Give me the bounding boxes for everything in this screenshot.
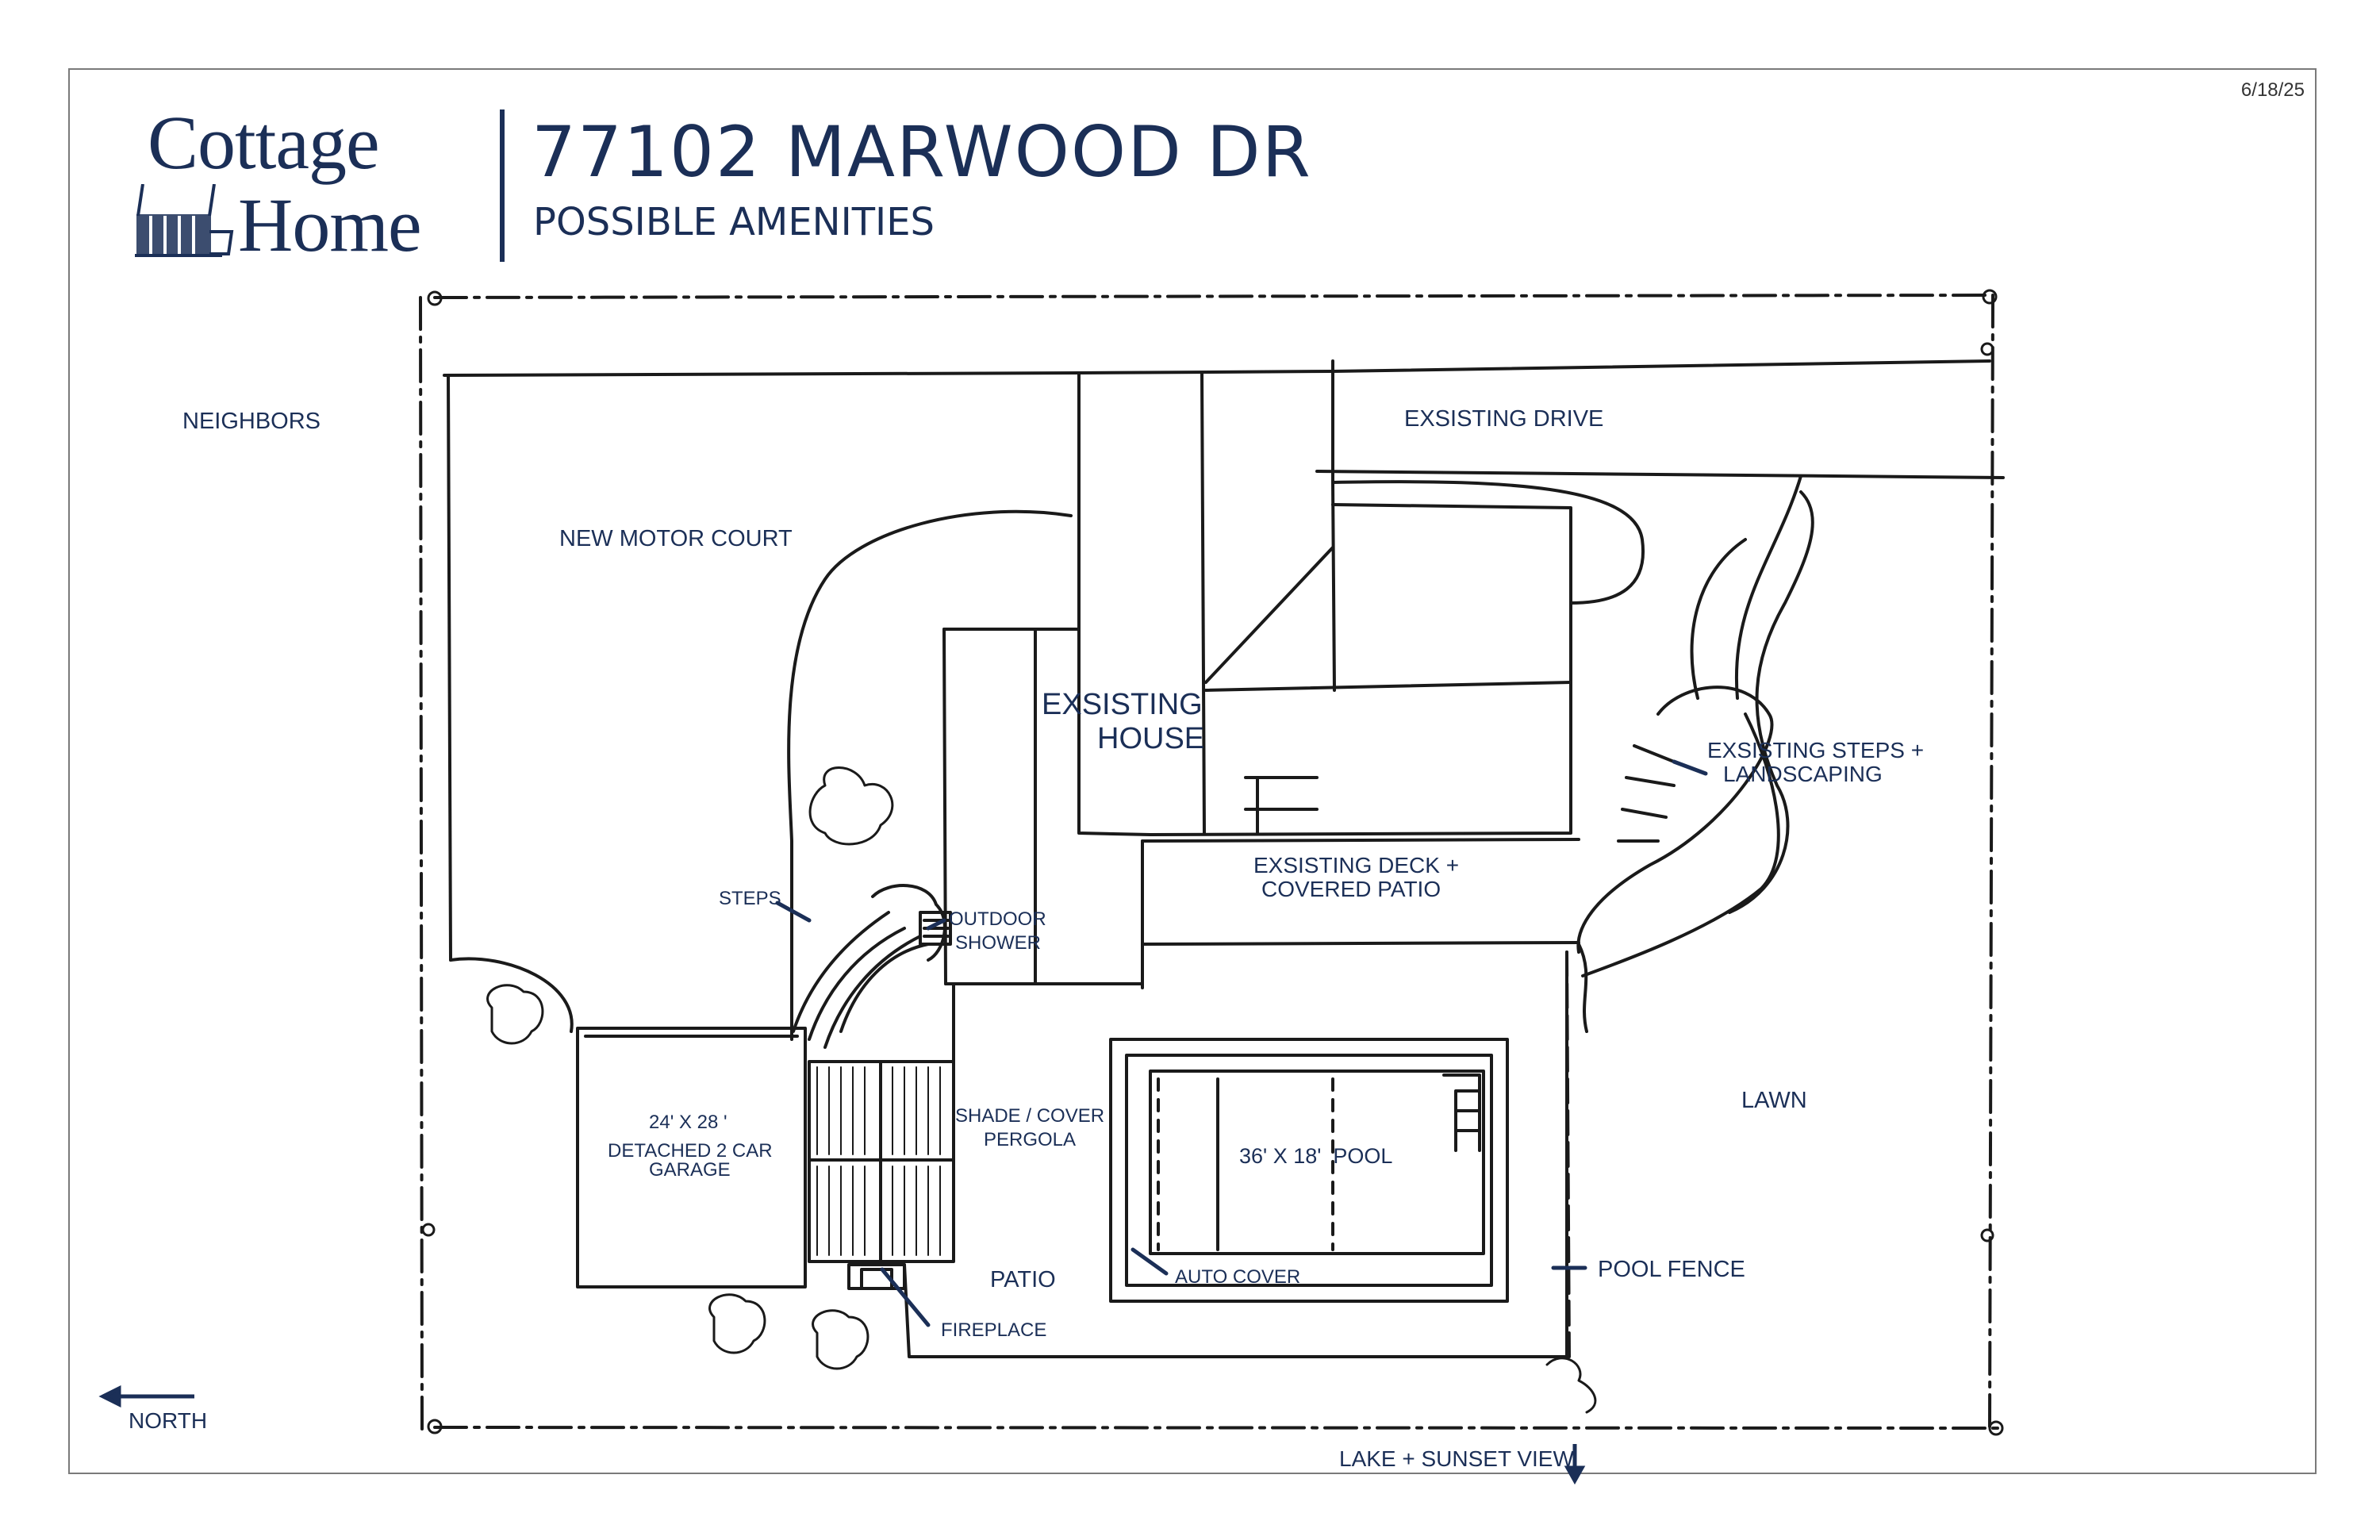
garage (576, 1027, 807, 1288)
steps-cluster (792, 884, 952, 1049)
new-motor-court (447, 374, 1645, 1041)
label-existing-house-2: HOUSE (1097, 722, 1204, 755)
label-existing-steps-1: EXSISTING STEPS + (1707, 738, 1924, 762)
label-existing-deck-2: COVERED PATIO (1261, 877, 1441, 901)
logo-word-cottage: Cottage (148, 100, 380, 185)
label-pool: 36' X 18' POOL (1239, 1144, 1392, 1168)
sheet-border (68, 68, 2317, 1474)
label-pergola-1: SHADE / COVER (955, 1105, 1104, 1127)
pool-fence (1565, 950, 1571, 1358)
label-existing-deck-1: EXSISTING DECK + (1253, 853, 1459, 878)
north-arrow (98, 1384, 194, 1408)
existing-house-outline (942, 371, 1572, 985)
label-auto-cover: AUTO COVER (1175, 1266, 1300, 1288)
label-outdoor-shower-1: OUTDOOR (949, 908, 1046, 930)
label-pergola-2: PERGOLA (984, 1129, 1076, 1150)
label-existing-drive: EXSISTING DRIVE (1404, 406, 1603, 432)
pool (1109, 1038, 1509, 1303)
label-garage-3: GARAGE (649, 1159, 731, 1181)
page-title: 77102 MARWOOD DR (532, 111, 1312, 193)
label-existing-house-1: EXSISTING (1042, 688, 1203, 721)
auto-cover-leader (1130, 1247, 1169, 1276)
porch-swing-icon (135, 184, 234, 257)
label-steps: STEPS (719, 888, 781, 909)
patio-outline (903, 950, 1568, 1358)
landscape-shrubs (486, 766, 1597, 1414)
lake-view-arrow (1564, 1444, 1586, 1485)
boundary-corner-markers (421, 289, 2004, 1436)
label-patio: PATIO (990, 1267, 1056, 1292)
label-lawn: LAWN (1741, 1088, 1807, 1113)
label-north: NORTH (129, 1408, 207, 1433)
cottage-home-logo: Cottage Home (127, 105, 460, 263)
label-garage-1: 24' X 28 ' (649, 1112, 727, 1133)
label-new-motor-court: NEW MOTOR COURT (559, 526, 793, 551)
title-divider (500, 109, 505, 262)
label-existing-steps-2: LANDSCAPING (1723, 762, 1883, 786)
page-subtitle: POSSIBLE AMENITIES (533, 200, 935, 244)
existing-steps-landscaping (1576, 474, 1814, 1033)
property-boundary (419, 294, 1999, 1434)
existing-deck (1141, 838, 1580, 989)
label-pool-fence: POOL FENCE (1598, 1257, 1745, 1282)
outdoor-shower-leader (926, 918, 946, 931)
existing-drive (443, 359, 2005, 484)
existing-steps-leader (1672, 759, 1708, 776)
label-garage-2: DETACHED 2 CAR (608, 1140, 773, 1162)
label-neighbors: NEIGHBORS (182, 409, 321, 434)
logo-word-home: Home (238, 182, 422, 267)
date-stamp: 6/18/25 (2240, 79, 2305, 101)
label-lake-view: LAKE + SUNSET VIEW (1339, 1446, 1574, 1471)
pergola (808, 1060, 955, 1263)
label-fireplace: FIREPLACE (941, 1319, 1046, 1341)
fireplace-leader (880, 1267, 931, 1327)
steps-leader (775, 901, 812, 923)
label-outdoor-shower-2: SHOWER (955, 932, 1041, 954)
